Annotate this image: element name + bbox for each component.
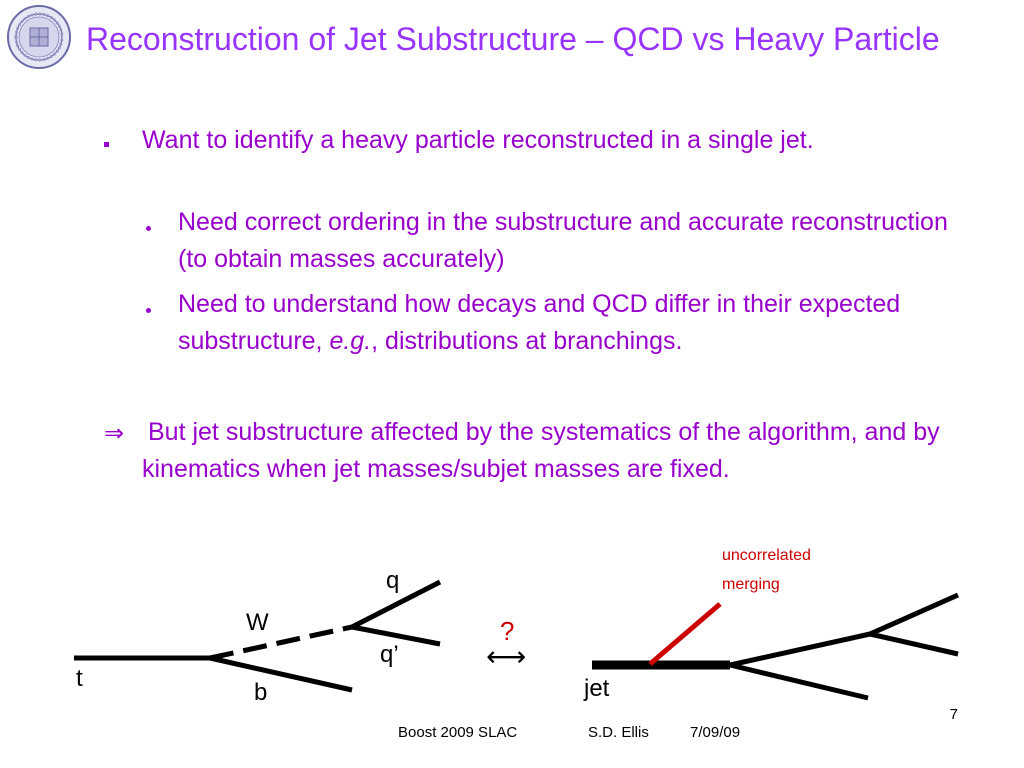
label-b: b (254, 679, 267, 706)
footer-event: Boost 2009 SLAC (398, 724, 518, 741)
sub-bullet-decays: Need to understand how decays and QCD di… (178, 286, 978, 360)
w-boson-line (209, 624, 353, 661)
sub-bullet-decays-em: e.g. (329, 327, 372, 355)
sub-bullet-decays-post: , distributions at branchings. (371, 327, 683, 355)
annotation-line-2: merging (722, 576, 780, 593)
label-q-prime: q’ (380, 641, 399, 668)
uncorrelated-merging-line (648, 602, 722, 666)
footer-date: 7/09/09 (690, 724, 741, 741)
implies-arrow-icon: ⇒ (104, 419, 125, 447)
dot-bullet-icon (146, 308, 151, 313)
question-mark: ? (500, 616, 514, 646)
square-bullet-icon (104, 142, 109, 147)
jet-branch-upper (729, 631, 871, 668)
label-q: q (386, 567, 399, 594)
bullet-main: Want to identify a heavy particle recons… (142, 126, 814, 154)
dot-bullet-icon (146, 226, 151, 231)
slide-number: 7 (949, 706, 958, 723)
footer-author: S.D. Ellis (588, 724, 649, 741)
annotation-line-1: uncorrelated (722, 547, 811, 564)
sub-bullet-decays-pre: Need to understand how decays and QCD di… (178, 290, 901, 355)
implication-text: But jet substructure affected by the sys… (142, 418, 940, 483)
b-quark-line (209, 655, 353, 693)
jet-subbranch-up (868, 592, 960, 637)
jet-branch-lower (729, 662, 869, 701)
q-prime-line (351, 624, 441, 647)
slide-title: Reconstruction of Jet Substructure – QCD… (86, 21, 940, 57)
sub-bullet-ordering: Need correct ordering in the substructur… (178, 208, 948, 273)
double-arrow-icon: ⟷ (486, 640, 526, 673)
q-line (350, 579, 442, 630)
university-seal-icon (7, 5, 71, 69)
jet-subbranch-down (869, 631, 959, 657)
label-t: t (76, 665, 83, 692)
label-jet: jet (583, 675, 610, 702)
label-w: W (246, 609, 269, 636)
jet-substructure-diagram: t b W q q’ ? ⟷ jet uncorrelated merging (74, 547, 960, 706)
